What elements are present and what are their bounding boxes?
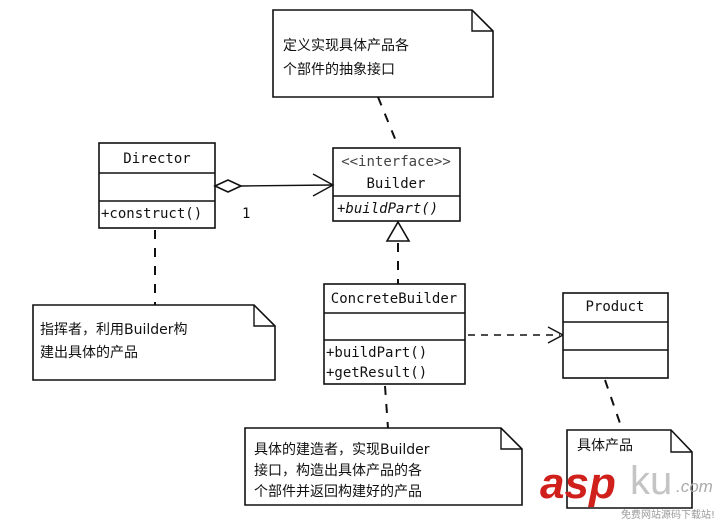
stereotype-label: <<interface>>: [341, 154, 451, 170]
note-text: 接口，构造出具体产品的各: [254, 462, 422, 479]
multiplicity-label: 1: [242, 206, 250, 222]
diamond-icon: [213, 179, 243, 193]
note-connector: [604, 379, 623, 430]
method-label: +buildPart(): [337, 201, 438, 217]
method-label: +construct(): [101, 206, 202, 222]
note-text: 指挥者，利用Builder构: [40, 322, 188, 338]
dependency-relation: [468, 326, 565, 344]
class-name: ConcreteBuilder: [331, 291, 457, 307]
method-label: +getResult(): [326, 365, 427, 381]
product-class: Product: [562, 292, 669, 379]
note-connector: [384, 385, 389, 429]
realization-relation: [385, 220, 411, 284]
note-text: 具体产品: [577, 438, 633, 454]
watermark-tagline: 免费网站源码下载站!: [621, 508, 715, 520]
concrete-builder-note: 具体的建造者，实现Builder 接口，构造出具体产品的各 个部件并返回构建好的…: [244, 427, 523, 506]
aggregation-relation: 1: [213, 173, 335, 222]
triangle-icon: [385, 220, 411, 242]
note-connector: [377, 96, 399, 147]
builder-note: 定义实现具体产品各 个部件的抽象接口: [272, 9, 494, 98]
watermark-domain: .com: [676, 477, 713, 496]
class-name: Director: [123, 151, 190, 167]
director-note: 指挥者，利用Builder构 建出具体的产品: [32, 304, 276, 381]
watermark-brand: asp: [540, 459, 616, 508]
note-text: 个部件并返回构建好的产品: [254, 484, 422, 500]
note-text: 具体的建造者，实现Builder: [254, 442, 430, 458]
note-text: 建出具体的产品: [40, 345, 138, 361]
class-name: Product: [585, 299, 644, 315]
watermark-brand-gray: ku: [630, 459, 672, 503]
concrete-builder-class: ConcreteBuilder +buildPart() +getResult(…: [323, 283, 466, 385]
aspku-watermark-logo: asp ku .com 免费网站源码下载站!: [540, 459, 715, 520]
product-note: 具体产品: [566, 429, 693, 509]
builder-class: <<interface>> Builder +buildPart(): [332, 147, 461, 222]
director-class: Director +construct(): [98, 142, 216, 229]
note-text: 个部件的抽象接口: [283, 61, 395, 78]
method-label: +buildPart(): [326, 345, 427, 361]
class-name: Builder: [366, 176, 425, 192]
note-text: 定义实现具体产品各: [283, 38, 409, 54]
